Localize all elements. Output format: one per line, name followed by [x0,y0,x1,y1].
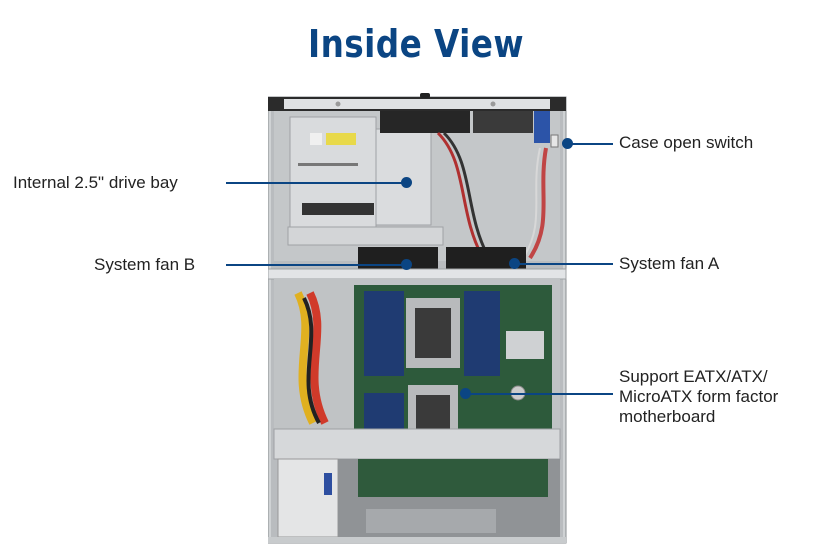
callout-label-motherboard: Support EATX/ATX/ MicroATX form factor m… [619,367,778,427]
motherboard-label-line-3: motherboard [619,407,716,426]
callout-leader-drive-bay [226,182,406,184]
callout-label-fan-a: System fan A [619,254,720,273]
callout-dot-drive-bay [401,177,412,188]
callout-dot-fan-b [401,259,412,270]
callout-leader-motherboard [465,393,613,395]
callout-leader-fan-a [514,263,613,265]
callout-label-drive-bay: Internal 2.5" drive bay [13,173,178,192]
callout-label-fan-b: System fan B [94,255,196,274]
callout-leader-fan-b [226,264,406,266]
motherboard-label-line-1: Support EATX/ATX/ [619,367,768,386]
chassis-photo [268,93,567,544]
motherboard-label-line-2: MicroATX form factor [619,387,779,406]
page-title: Inside View [307,22,525,66]
callout-label-case-switch: Case open switch [619,133,754,152]
callout-leader-case-switch [567,143,613,145]
